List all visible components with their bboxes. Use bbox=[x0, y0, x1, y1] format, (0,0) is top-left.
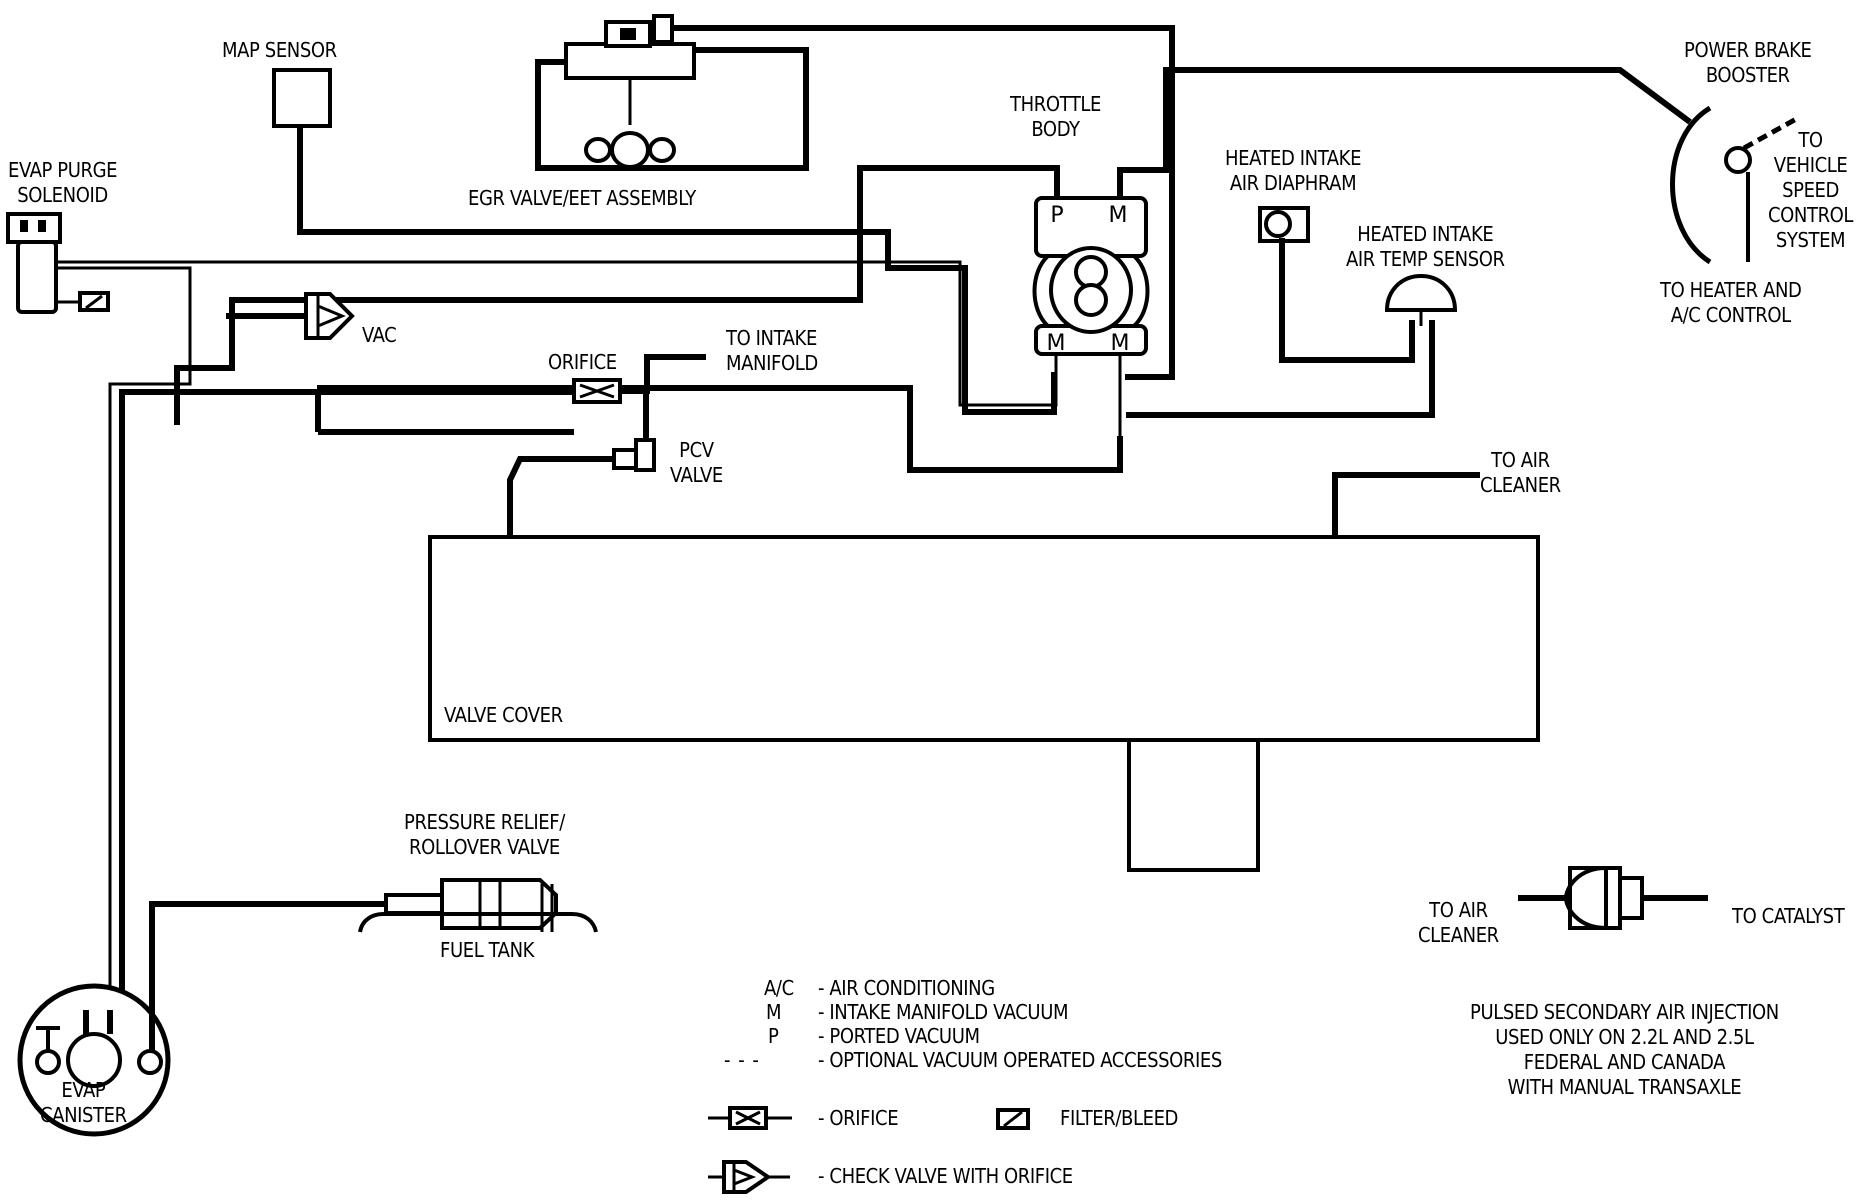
throttle-top-m-hose bbox=[1117, 67, 1692, 198]
label-valve-cover: VALVE COVER bbox=[444, 703, 563, 727]
evap-canister bbox=[17, 983, 171, 1137]
legend-desc-ac: - AIR CONDITIONING bbox=[818, 976, 995, 1000]
pcv-valve bbox=[507, 391, 656, 537]
legend-desc-m: - INTAKE MANIFOLD VACUUM bbox=[818, 1000, 1069, 1024]
air-cleaner-hose bbox=[1332, 472, 1480, 537]
legend-filter-bleed-text: FILTER/BLEED bbox=[1060, 1106, 1178, 1130]
heated-intake-air-temp-sensor bbox=[1384, 273, 1458, 312]
ported-vacuum-hose bbox=[174, 165, 1060, 425]
diaphragm-port bbox=[1264, 210, 1292, 238]
fuel-tank-outline bbox=[358, 912, 598, 933]
label-to-intake-manifold: TO INTAKE MANIFOLD bbox=[726, 326, 818, 375]
legend-key-dashed: - - - bbox=[724, 1048, 760, 1072]
label-pressure-relief-valve: PRESSURE RELIEF/ ROLLOVER VALVE bbox=[404, 810, 565, 859]
label-vac: VAC bbox=[362, 323, 397, 347]
label-fuel-tank: FUEL TANK bbox=[440, 938, 535, 962]
legend-desc-p: - PORTED VACUUM bbox=[818, 1024, 980, 1048]
throttle-port-m-top: M bbox=[1109, 203, 1128, 228]
legend-key-p: P bbox=[768, 1024, 779, 1048]
label-to-air-cleaner-top: TO AIR CLEANER bbox=[1480, 448, 1561, 497]
evap-purge-solenoid bbox=[6, 212, 192, 1010]
map-sensor-hose bbox=[297, 126, 1057, 415]
legend-key-ac: A/C bbox=[764, 976, 794, 1000]
pulsed-air-injection-valve bbox=[1518, 866, 1708, 931]
throttle-m-bottom-left-hose bbox=[48, 260, 1058, 407]
check-valve-vac bbox=[226, 292, 355, 340]
label-to-air-cleaner-bottom: TO AIR CLEANER bbox=[1418, 898, 1499, 947]
label-to-heater-ac-control: TO HEATER AND A/C CONTROL bbox=[1660, 278, 1802, 327]
label-to-catalyst: TO CATALYST bbox=[1732, 904, 1845, 928]
valve-cover-stem bbox=[1127, 740, 1260, 872]
legend-filter-bleed-symbol bbox=[996, 1108, 1030, 1130]
label-evap-canister: EVAP CANISTER bbox=[40, 1078, 127, 1127]
legend-desc-dashed: - OPTIONAL VACUUM OPERATED ACCESSORIES bbox=[818, 1048, 1222, 1072]
pressure-relief-rollover-valve bbox=[384, 878, 558, 932]
relief-to-canister-hose bbox=[149, 901, 386, 1010]
orifice-feed-hose bbox=[315, 389, 574, 432]
booster-port bbox=[1724, 146, 1752, 174]
legend-check-valve-text: - CHECK VALVE WITH ORIFICE bbox=[818, 1164, 1073, 1188]
throttle-m-bottom-right-hose bbox=[1118, 354, 1123, 440]
egr-to-throttle-hose bbox=[672, 25, 1175, 380]
diaphragm-to-sensor-hose bbox=[1279, 238, 1415, 363]
legend-check-valve-symbol bbox=[708, 1160, 790, 1194]
label-pulsed-air-note: PULSED SECONDARY AIR INJECTION USED ONLY… bbox=[1470, 1000, 1779, 1099]
label-heated-intake-air-temp-sensor: HEATED INTAKE AIR TEMP SENSOR bbox=[1346, 222, 1505, 271]
power-brake-booster bbox=[1670, 105, 1712, 265]
label-heated-intake-air-diaphragm: HEATED INTAKE AIR DIAPHRAM bbox=[1225, 146, 1362, 195]
canister-port-hoses bbox=[83, 1010, 155, 1052]
label-throttle-body: THROTTLE BODY bbox=[1010, 92, 1101, 141]
egr-valve-assembly bbox=[564, 14, 696, 169]
egr-loop-hose bbox=[535, 47, 809, 171]
legend-orifice-text: - ORIFICE bbox=[818, 1106, 899, 1130]
label-egr-valve: EGR VALVE/EET ASSEMBLY bbox=[468, 186, 696, 210]
label-evap-purge-solenoid: EVAP PURGE SOLENOID bbox=[8, 158, 118, 207]
throttle-port-m-bottom-right: M bbox=[1111, 331, 1130, 356]
throttle-port-m-bottom-left: M bbox=[1047, 331, 1066, 356]
label-power-brake-booster: POWER BRAKE BOOSTER bbox=[1684, 38, 1812, 87]
valve-cover bbox=[428, 535, 1540, 742]
throttle-body: P M M M bbox=[1032, 196, 1150, 356]
label-pcv-valve: PCV VALVE bbox=[670, 438, 723, 487]
orifice-inline bbox=[318, 354, 706, 435]
label-map-sensor: MAP SENSOR bbox=[222, 38, 337, 62]
legend-orifice-symbol bbox=[708, 1106, 792, 1130]
sensor-to-throttle-hose bbox=[1126, 320, 1435, 418]
speed-control-dashed-line bbox=[1742, 115, 1800, 151]
label-to-vehicle-speed-control: TO VEHICLE SPEED CONTROL SYSTEM bbox=[1768, 128, 1854, 252]
map-sensor bbox=[272, 68, 332, 128]
label-orifice: ORIFICE bbox=[548, 350, 617, 374]
throttle-port-p: P bbox=[1050, 203, 1063, 228]
legend-key-m: M bbox=[766, 1000, 782, 1024]
